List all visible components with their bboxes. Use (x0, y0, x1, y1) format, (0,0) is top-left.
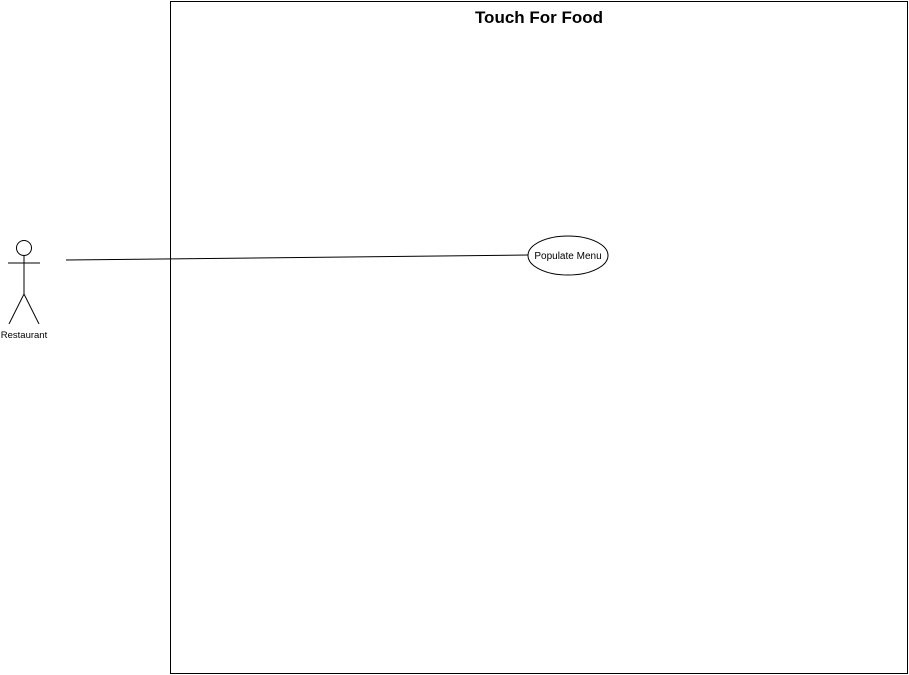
actor-restaurant[interactable]: Restaurant (1, 240, 48, 342)
system-boundary (170, 1, 908, 674)
actor-label: Restaurant (1, 330, 48, 341)
actor-right-leg (23, 293, 40, 325)
usecase-populate-menu[interactable]: Populate Menu (527, 235, 609, 276)
usecase-ellipse (527, 235, 609, 276)
actor-left-leg (8, 293, 25, 325)
system-title: Touch For Food (475, 8, 603, 27)
actor-head (16, 240, 32, 256)
usecase-label: Populate Menu (534, 251, 601, 262)
association-line (65, 254, 529, 261)
